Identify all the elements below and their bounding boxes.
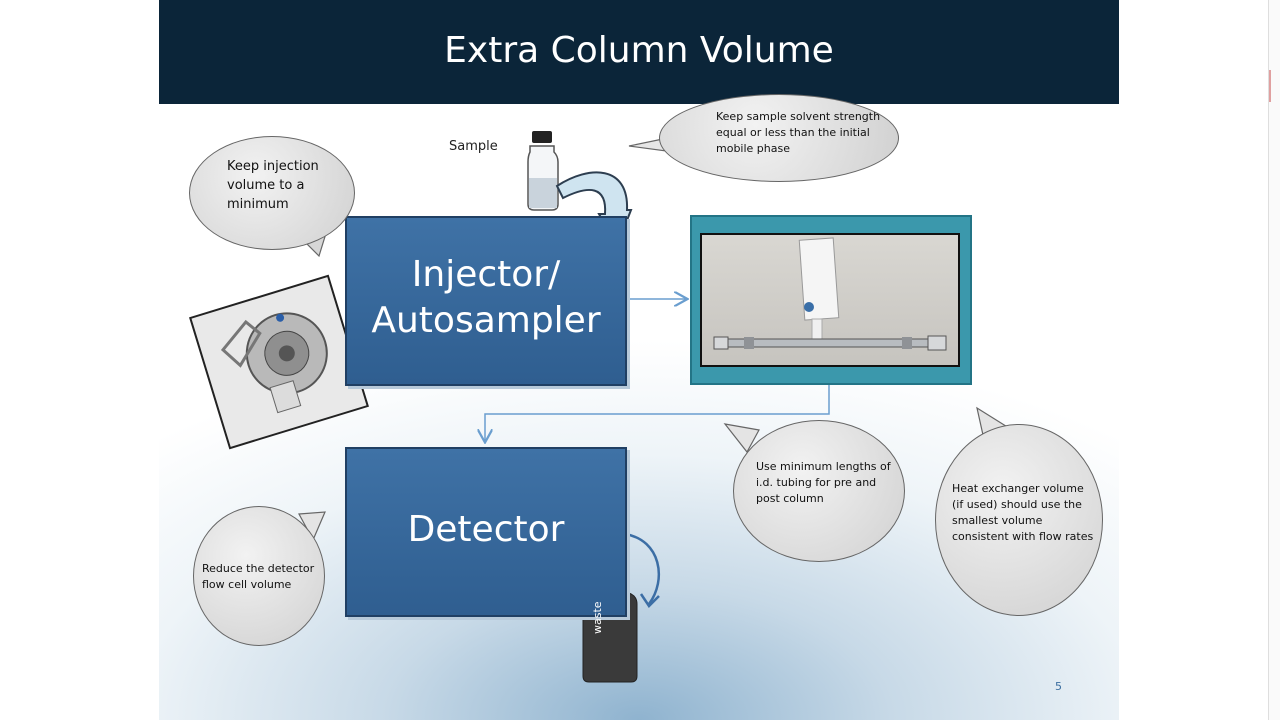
scrollbar[interactable] — [1268, 0, 1280, 720]
detector-waste-arrow — [624, 532, 661, 605]
tubing-text: Use minimum lengths of i.d. tubing for p… — [756, 460, 891, 505]
column-photo — [700, 233, 960, 367]
hplc-column-drawing — [713, 237, 947, 351]
injector-label-line-1: Injector/ — [411, 254, 561, 295]
sample-vial-icon — [527, 131, 559, 211]
bubble-tubing-tail — [723, 423, 760, 454]
injector-label-line-2: Autosampler — [371, 300, 601, 341]
injection-volume-callout: Keep injection volume to a minimum — [189, 136, 355, 250]
injector-label: Injector/ Autosampler — [347, 252, 625, 344]
flow-cell-text: Reduce the detector flow cell volume — [202, 562, 315, 591]
page-number: 5 — [1055, 680, 1062, 693]
autosampler-photo — [189, 274, 369, 450]
presentation-slide: Extra Column Volume — [159, 0, 1119, 720]
detector-label: Detector — [407, 509, 565, 550]
solvent-strength-callout: Keep sample solvent strength equal or le… — [659, 94, 899, 182]
flow-cell-callout: Reduce the detector flow cell volume — [193, 506, 325, 646]
injection-volume-text: Keep injection volume to a minimum — [227, 159, 319, 212]
heat-exchanger-callout: Heat exchanger volume (if used) should u… — [935, 424, 1103, 616]
diagram-connectors — [297, 131, 1011, 683]
tubing-callout: Use minimum lengths of i.d. tubing for p… — [733, 420, 905, 562]
title-bar: Extra Column Volume — [159, 0, 1119, 104]
heat-exchanger-text: Heat exchanger volume (if used) should u… — [952, 482, 1094, 543]
column-to-detector-arrow — [485, 384, 830, 441]
column-frame — [690, 215, 972, 385]
detector-box: Detector — [345, 447, 627, 617]
slide-title: Extra Column Volume — [444, 30, 834, 71]
sample-label: Sample — [449, 139, 498, 154]
solvent-strength-text: Keep sample solvent strength equal or le… — [716, 110, 881, 155]
injector-autosampler-box: Injector/ Autosampler — [345, 216, 627, 386]
scrollbar-thumb[interactable] — [1269, 70, 1280, 102]
waste-label: waste — [591, 601, 604, 634]
